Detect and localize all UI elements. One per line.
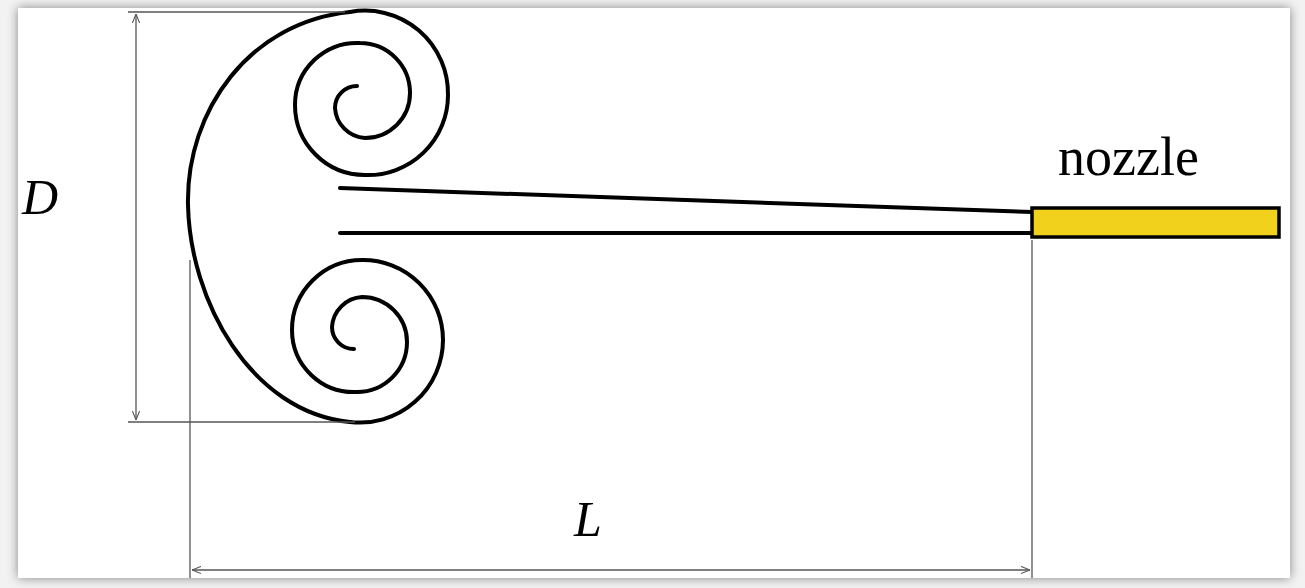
extension-line [128,11,345,12]
dimensions [128,12,1032,578]
dimension-symbol: L [574,494,602,544]
upper-vortex-core [295,11,448,175]
vortex-ring [188,11,1032,423]
part-name: nozzle [1058,130,1199,184]
extension-line [128,421,355,422]
panel [18,8,1290,578]
dimension-line [192,569,1030,570]
extension-line [1031,240,1032,578]
jet-upper-edge [340,188,1032,212]
dimension-symbol: D [22,172,58,222]
jet-lower-edge [340,231,1032,235]
lower-vortex-core [292,260,443,423]
dimension-line [135,14,136,420]
extension-line [189,260,190,578]
nozzle-body [1032,208,1279,237]
vortex-outline [188,12,350,422]
